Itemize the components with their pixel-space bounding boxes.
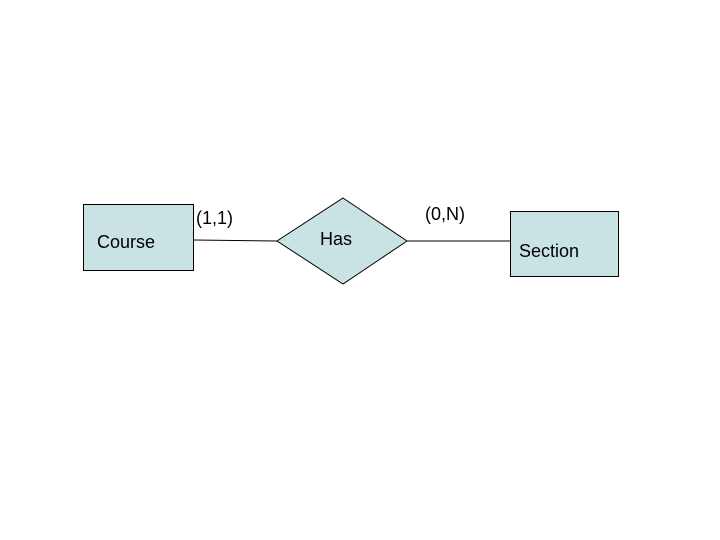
connector-line-course-has xyxy=(193,239,278,242)
relationship-has-label: Has xyxy=(319,229,352,249)
entity-course-label: Course xyxy=(97,231,156,252)
relationship-has: Has xyxy=(277,198,407,284)
entity-section: Section xyxy=(510,211,619,277)
entity-course: Course xyxy=(83,204,194,271)
relationship-diamond-shape xyxy=(276,197,408,285)
cardinality-label-course-has: (1,1) xyxy=(196,208,234,228)
entity-section-label: Section xyxy=(519,241,580,261)
cardinality-label-has-section: (0,N) xyxy=(425,204,465,224)
